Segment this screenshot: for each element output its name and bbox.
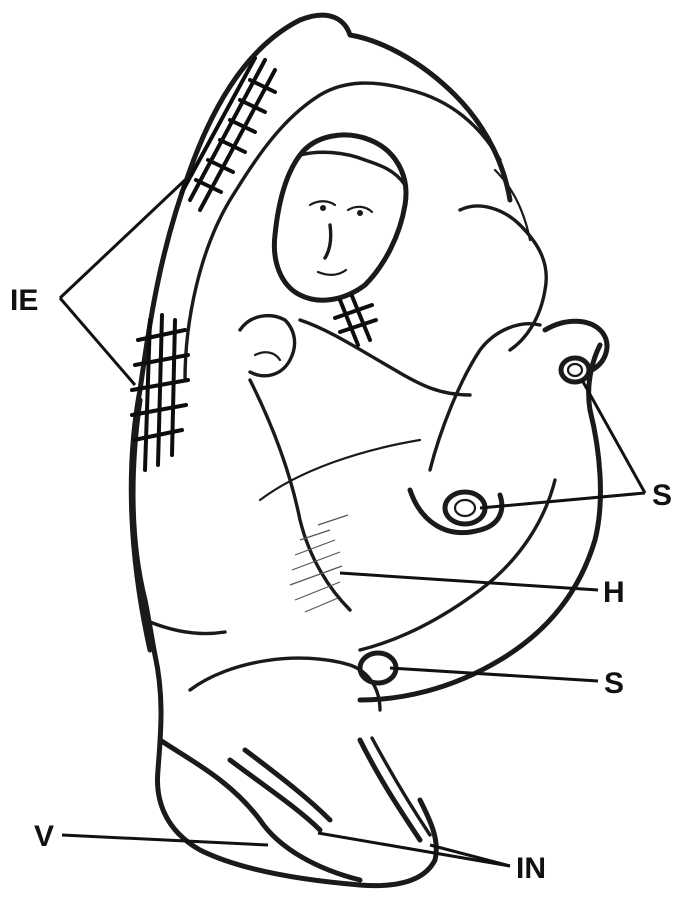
leader-s-upper-elbow (480, 493, 645, 508)
leader-h (340, 573, 598, 590)
label-s-upper: S (652, 479, 672, 512)
label-s-lower: S (604, 667, 624, 700)
leader-v (62, 835, 268, 845)
label-ie: IE (10, 284, 38, 317)
lesion-foot (561, 358, 589, 382)
head (274, 135, 406, 300)
leader-lines (60, 180, 645, 866)
streaks-buttock (230, 738, 430, 840)
leader-s-lower (390, 668, 598, 681)
label-h: H (603, 576, 625, 609)
leader-in-left (318, 833, 510, 866)
label-in: IN (516, 852, 546, 885)
lesion-elbow (445, 492, 485, 524)
label-v: V (34, 820, 54, 853)
leader-s-upper-foot (582, 380, 645, 493)
leader-ie-lower (60, 298, 135, 385)
hatch-upper-arm (182, 58, 275, 210)
